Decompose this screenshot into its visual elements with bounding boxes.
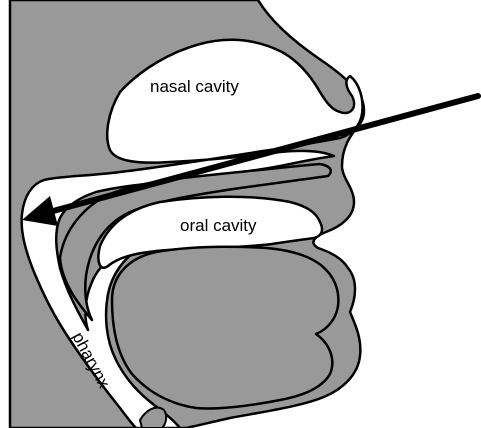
label-oral-cavity: oral cavity — [180, 216, 257, 235]
label-nasal-cavity: nasal cavity — [150, 77, 239, 96]
tongue — [112, 247, 338, 409]
